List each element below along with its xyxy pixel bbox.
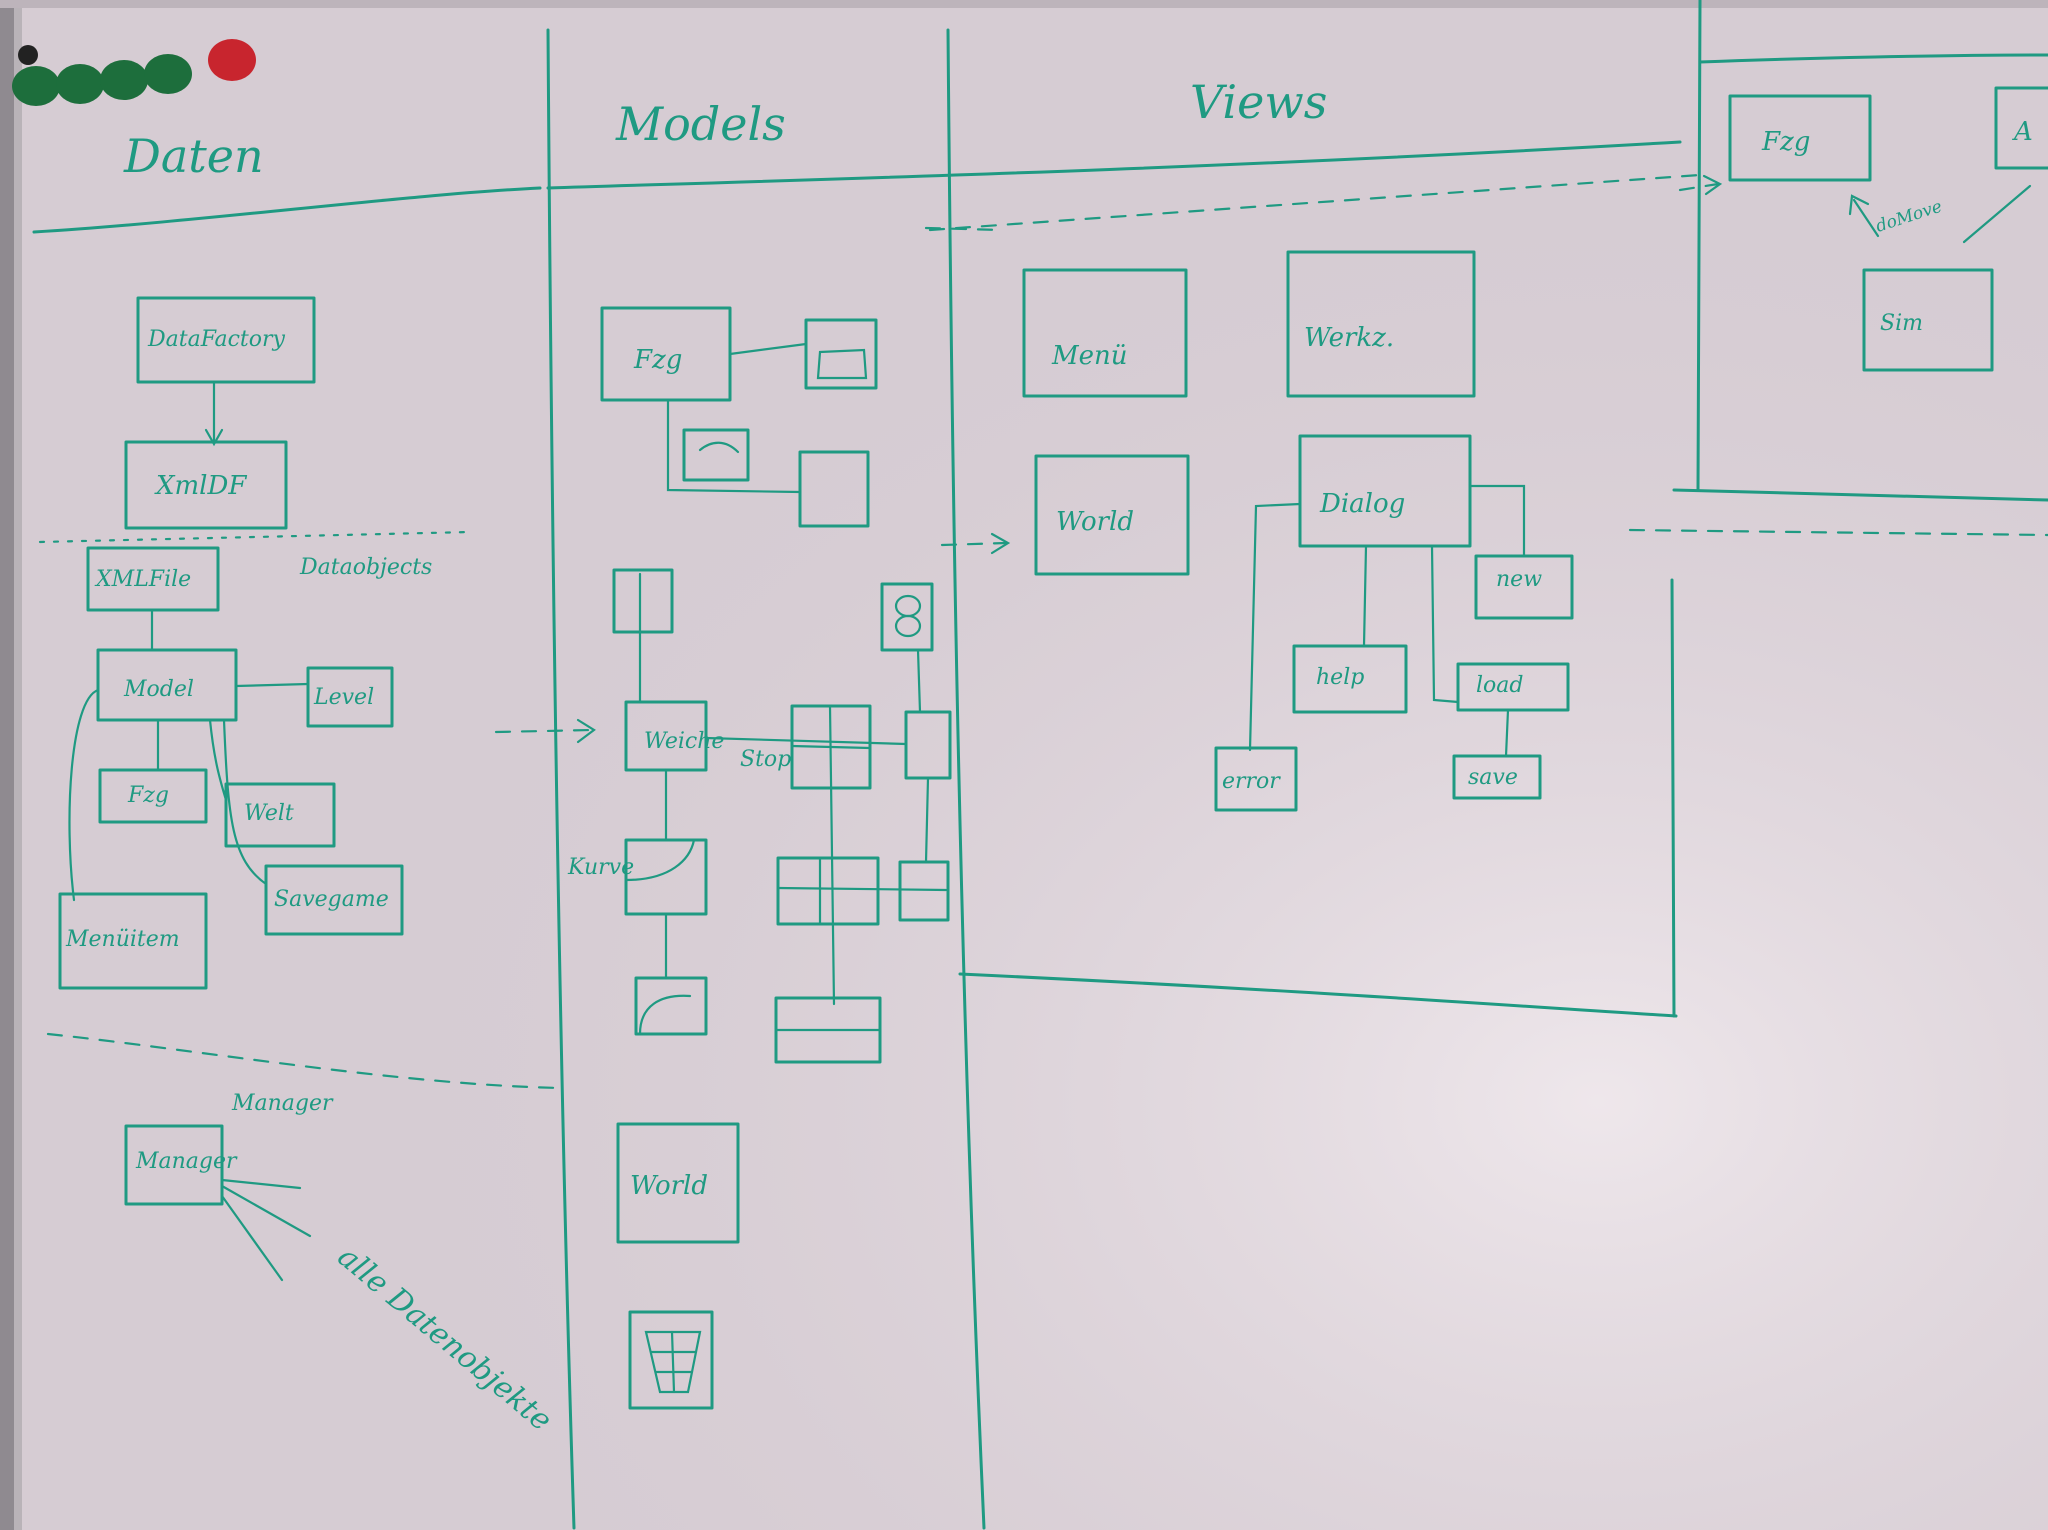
right-box-fzg: Fzg bbox=[1761, 127, 1810, 157]
views-connectors bbox=[1248, 484, 1526, 758]
data-objects-separator bbox=[38, 530, 472, 544]
box-data-factory: DataFactory bbox=[147, 327, 286, 352]
box-manager: Manager bbox=[135, 1149, 238, 1174]
view-box-new: new bbox=[1496, 567, 1542, 592]
box-welt: Welt bbox=[244, 801, 294, 826]
box-xml-df: XmlDF bbox=[154, 471, 247, 501]
box-xml-file: XMLFile bbox=[94, 567, 191, 592]
views-boxes bbox=[1022, 250, 1574, 812]
daten-boxes bbox=[58, 296, 404, 1206]
model-box-world: World bbox=[630, 1171, 708, 1201]
view-box-dialog: Dialog bbox=[1319, 489, 1405, 519]
box-model: Model bbox=[123, 677, 194, 702]
right-box-a: A bbox=[2012, 117, 2033, 147]
magnets bbox=[12, 39, 256, 106]
view-box-save: save bbox=[1468, 765, 1518, 790]
models-detail-strokes bbox=[624, 342, 948, 1394]
section-separators bbox=[46, 173, 2048, 1090]
model-box-fzg: Fzg bbox=[633, 345, 682, 375]
label-stop: Stop bbox=[740, 747, 791, 772]
column-dividers bbox=[32, 0, 2048, 1530]
label-kurve: Kurve bbox=[567, 855, 634, 880]
box-menuitem: Menüitem bbox=[65, 927, 180, 952]
box-fzg: Fzg bbox=[127, 783, 169, 808]
column-label-daten: Daten bbox=[123, 129, 264, 183]
box-level: Level bbox=[313, 685, 374, 710]
view-box-world: World bbox=[1056, 507, 1134, 537]
label-data-objects: Dataobjects bbox=[299, 555, 432, 580]
right-arrows bbox=[1848, 184, 2032, 244]
box-savegame: Savegame bbox=[274, 887, 389, 912]
right-boxes bbox=[1728, 86, 2048, 372]
view-box-menu: Menü bbox=[1051, 341, 1128, 371]
view-box-error: error bbox=[1222, 769, 1281, 794]
view-box-werkz: Werkz. bbox=[1304, 323, 1394, 353]
model-box-weiche: Weiche bbox=[644, 729, 724, 754]
daten-connectors bbox=[68, 380, 312, 1282]
column-label-views: Views bbox=[1190, 75, 1327, 129]
inter-column-arrows bbox=[494, 174, 1723, 744]
right-box-sim: Sim bbox=[1880, 311, 1923, 336]
view-box-help: help bbox=[1316, 665, 1364, 690]
label-manager: Manager bbox=[231, 1091, 334, 1116]
view-box-load: load bbox=[1476, 673, 1523, 698]
column-label-models: Models bbox=[615, 97, 786, 151]
board-frame-top bbox=[0, 0, 2048, 8]
